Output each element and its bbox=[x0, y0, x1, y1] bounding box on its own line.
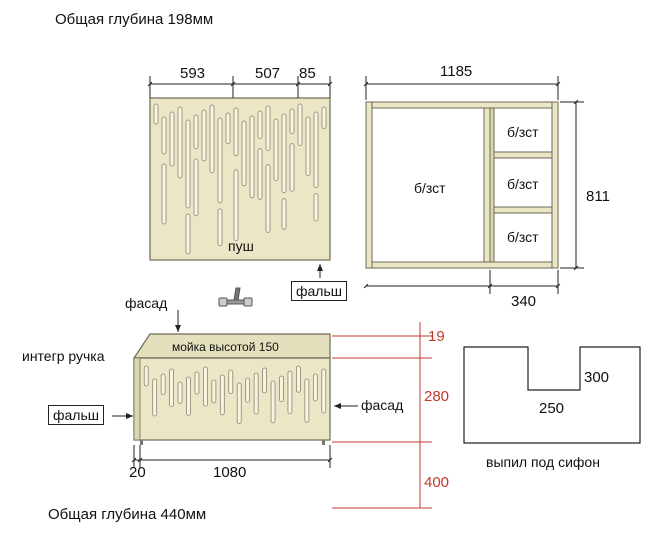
facade-slot bbox=[194, 371, 200, 395]
cabinet-dimension-lines bbox=[363, 76, 584, 294]
height-280: 280 bbox=[424, 388, 450, 405]
facade-slot bbox=[201, 109, 207, 162]
height-scale bbox=[332, 322, 432, 509]
facade-slot bbox=[321, 368, 327, 414]
facade-slot bbox=[304, 378, 310, 423]
facade-slot bbox=[313, 193, 319, 222]
cabinet-depth: 340 bbox=[511, 293, 537, 310]
facade-slot bbox=[211, 379, 217, 404]
facade-slot bbox=[289, 143, 295, 192]
facade-right-label: фасад bbox=[361, 397, 404, 413]
facade-slot bbox=[249, 115, 255, 199]
facade-slot bbox=[265, 105, 271, 152]
facade-slot bbox=[289, 108, 295, 135]
faucet-icon bbox=[218, 287, 253, 307]
facade-slot bbox=[169, 111, 175, 167]
facade-slot bbox=[233, 169, 239, 242]
lower-facade-panel bbox=[133, 357, 331, 445]
facade-slot bbox=[153, 103, 159, 125]
facade-slot bbox=[217, 208, 223, 247]
sink-label: мойка высотой 150 bbox=[172, 340, 279, 354]
facade-slot bbox=[186, 376, 191, 416]
lower-dimension-lines bbox=[131, 445, 333, 468]
facade-slot bbox=[185, 213, 191, 255]
facade-slot bbox=[161, 116, 167, 155]
facade-slot bbox=[169, 368, 174, 408]
facade-slot bbox=[313, 111, 319, 188]
facade-slot bbox=[265, 164, 271, 233]
facade-slot bbox=[279, 375, 284, 403]
facade-slot bbox=[257, 110, 263, 140]
dim-1080: 1080 bbox=[213, 464, 247, 481]
facade-slot bbox=[177, 106, 183, 179]
facade-slot bbox=[209, 104, 215, 174]
facade-slot bbox=[193, 114, 199, 150]
facade-slot bbox=[257, 148, 263, 200]
facade-slot bbox=[281, 113, 287, 194]
cabinet-height: 811 bbox=[586, 188, 610, 205]
cabinet-width: 1185 bbox=[440, 63, 473, 80]
upper-dimension-lines bbox=[147, 76, 333, 278]
facade-slot bbox=[245, 377, 251, 403]
push-label: пуш bbox=[228, 238, 254, 254]
facade-slot bbox=[160, 373, 166, 396]
facade-slot bbox=[312, 373, 318, 402]
facade-slot bbox=[203, 366, 208, 407]
shelf-3-label: б/зст bbox=[507, 229, 539, 245]
facade-top-label: фасад bbox=[125, 295, 168, 311]
main-section-label: б/зст bbox=[414, 180, 446, 196]
facade-slot bbox=[217, 117, 223, 204]
facade-slot bbox=[219, 374, 225, 416]
lower-arrows bbox=[112, 310, 358, 419]
integrated-handle-label: интегр ручка bbox=[22, 348, 105, 364]
shelf-1-label: б/зст bbox=[507, 124, 539, 140]
facade-slot bbox=[273, 118, 279, 182]
facade-slot bbox=[253, 372, 259, 415]
facade-slot bbox=[143, 365, 149, 387]
dim-85: 85 bbox=[299, 65, 316, 82]
false-panel-label-lower: фальш bbox=[48, 405, 104, 425]
shelf-2-label: б/зст bbox=[507, 176, 539, 192]
cutout-dim-300: 300 bbox=[584, 369, 610, 386]
false-panel-label-upper: фальш bbox=[291, 281, 347, 301]
facade-slot bbox=[296, 365, 301, 393]
cutout-dim-250: 250 bbox=[539, 400, 565, 417]
dim-507: 507 bbox=[255, 65, 281, 82]
facade-slot bbox=[228, 369, 234, 394]
facade-slot bbox=[152, 378, 158, 417]
facade-slot bbox=[225, 112, 231, 145]
facade-slot bbox=[185, 119, 191, 209]
cutout-caption: выпил под сифон bbox=[486, 454, 600, 470]
facade-slot bbox=[287, 370, 293, 414]
facade-slot bbox=[161, 163, 167, 225]
facade-slot bbox=[270, 380, 276, 424]
dim-20: 20 bbox=[129, 464, 146, 481]
facade-slot bbox=[233, 107, 239, 157]
facade-slot bbox=[305, 116, 311, 176]
height-19: 19 bbox=[428, 328, 445, 345]
facade-slot bbox=[241, 120, 247, 187]
facade-slot bbox=[321, 106, 327, 129]
upper-facade-panel bbox=[149, 97, 331, 261]
bottom-title: Общая глубина 440мм bbox=[48, 506, 207, 523]
facade-slot bbox=[193, 158, 199, 217]
dim-593: 593 bbox=[180, 65, 206, 82]
siphon-cutout-shape bbox=[463, 346, 641, 444]
height-400: 400 bbox=[424, 474, 450, 491]
facade-slot bbox=[297, 103, 303, 146]
facade-slot bbox=[177, 381, 183, 404]
wall-cabinet-frame bbox=[365, 101, 559, 269]
top-title: Общая глубина 198мм bbox=[55, 11, 214, 28]
facade-slot bbox=[262, 367, 267, 394]
facade-slot bbox=[281, 198, 287, 230]
facade-slot bbox=[236, 382, 242, 424]
